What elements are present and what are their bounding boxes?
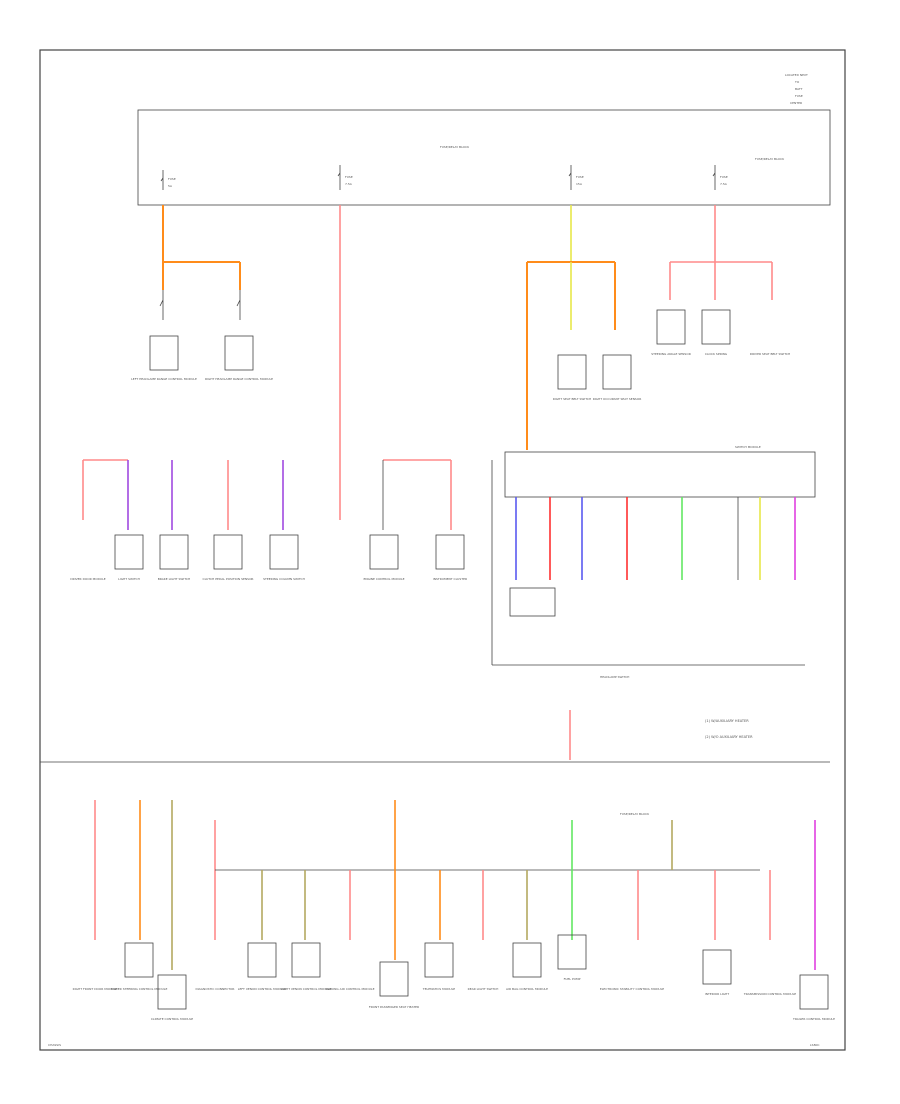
fuse-block-top <box>137 109 831 206</box>
fuse-name: FUSE <box>168 177 176 181</box>
middle-component-label: CLUTCH PEDAL POSITION SENSOR <box>202 577 253 581</box>
wire-lower <box>94 800 816 970</box>
bottom-right-tag: LS80C <box>810 1043 820 1047</box>
wire-connectors-left <box>159 290 241 320</box>
switch-module-label: SWITCH MODULE <box>735 445 761 449</box>
bottom-component-label: TRANSMISSION CONTROL MODULE <box>743 992 796 996</box>
fuse-rating: 7.5A <box>345 182 353 186</box>
top-right-note-line: TO <box>794 80 800 84</box>
middle-component-label: DRIVER DOOR MODULE <box>70 577 105 581</box>
bottom-component-label: ELECTRONIC STABILITY CONTROL MODULE <box>600 987 664 991</box>
top-fuse-4: FUSE 7.5A <box>712 165 728 190</box>
middle-components <box>114 534 465 570</box>
component-right-headlamp-module <box>224 335 254 371</box>
middle-component-label: INSTRUMENT CLUSTER <box>433 577 467 581</box>
switch-sub-label: HEADLAMP SWITCH <box>600 675 629 679</box>
fuse-name: FUSE <box>345 175 353 179</box>
bottom-component-label: PARKING AID CONTROL MODULE <box>326 987 375 991</box>
top-right-note-line: LOCATED NEXT <box>785 73 808 77</box>
lower-components <box>124 934 829 1010</box>
fuse-rating: 5A <box>168 184 173 188</box>
wire-orange-left <box>162 205 241 290</box>
upper-component-label: RIGHT HEADLAMP RANGE CONTROL MODULE <box>205 377 273 381</box>
upper-component-label: RIGHT SEAT BELT SWITCH <box>553 397 592 401</box>
bottom-component-label: INTERIOR LIGHT <box>705 992 729 996</box>
fuse-block-top-right-label: FUSE/RELAY BLOCK <box>755 157 785 161</box>
middle-component-label: BRAKE LIGHT SWITCH <box>158 577 191 581</box>
wire-fuse3-branch <box>526 205 616 450</box>
component-left-headlamp-module <box>149 335 179 371</box>
switch-module-box <box>504 451 816 498</box>
component-headlamp-switch-block <box>509 587 556 617</box>
bottom-component-label: DIAGNOSTIC CONNECTOR <box>195 987 234 991</box>
fuse-name: FUSE <box>576 175 584 179</box>
bottom-component-label: RIGHT FRONT DOOR MODULE <box>73 987 118 991</box>
top-right-note-line: FUSE <box>795 94 803 98</box>
bottom-component-label: TELEMATICS MODULE <box>422 987 455 991</box>
top-right-note-line: CENTER <box>790 101 802 105</box>
bottom-component-label: FUEL PUMP <box>564 977 581 981</box>
component-right-seat-belt-switch <box>557 354 587 390</box>
top-right-note: LOCATED NEXT TO BATT FUSE CENTER <box>785 73 808 105</box>
wire-middle-left <box>82 459 452 530</box>
lower-legend-1: (1) W/AUXILIARY HEATER <box>705 719 749 723</box>
fuse-block-top-label: FUSE/RELAY BLOCK <box>440 145 470 149</box>
top-right-note-line: BATT <box>795 87 803 91</box>
top-fuse-1: FUSE 5A <box>160 170 176 190</box>
middle-component-label: LIGHT SWITCH <box>118 577 140 581</box>
fuse-block-lower-label: FUSE/RELAY BLOCK <box>620 812 650 816</box>
upper-component-label: LEFT HEADLAMP RANGE CONTROL MODULE <box>131 377 197 381</box>
bottom-component-label: LEFT XENON CONTROL MODULE <box>238 987 287 991</box>
upper-component-label: CLOCK SPRING <box>705 352 728 356</box>
diagram-frame <box>39 49 846 1051</box>
upper-component-label: RIGHT OCCUPANT SEAT SENSOR <box>593 397 642 401</box>
upper-component-label: STEERING ANGLE SENSOR <box>651 352 691 356</box>
middle-component-label: STEERING COLUMN SWITCH <box>263 577 305 581</box>
wire-fuse4-branch <box>669 205 773 300</box>
component-steering-angle-sensor <box>656 309 686 345</box>
fuse-rating: 15A <box>576 182 583 186</box>
bottom-component-label: TRAILER CONTROL MODULE <box>792 1017 835 1021</box>
bottom-left-tag: CHASSIS <box>48 1043 61 1047</box>
component-clock-spring <box>701 309 731 345</box>
upper-component-label: DRIVER SEAT BELT SWITCH <box>750 352 790 356</box>
bottom-component-label: AIR BAG CONTROL MODULE <box>506 987 548 991</box>
bottom-component-label: CLIMATE CONTROL MODULE <box>151 1017 193 1021</box>
component-right-occupant-sensor <box>602 354 632 390</box>
bottom-component-label: REAR LIGHT SWITCH <box>468 987 499 991</box>
fuse-rating: 7.5A <box>720 182 728 186</box>
switch-module-wires <box>515 497 796 580</box>
middle-component-label: ENGINE CONTROL MODULE <box>363 577 404 581</box>
bottom-component-label: RIGHT XENON CONTROL MODULE <box>281 987 332 991</box>
top-fuse-2: FUSE 7.5A <box>337 165 353 190</box>
fuse-name: FUSE <box>720 175 728 179</box>
lower-legend-2: (2) W/O AUXILIARY HEATER <box>705 735 753 739</box>
bottom-component-label: POWER STEERING CONTROL MODULE <box>111 987 168 991</box>
top-fuse-3: FUSE 15A <box>568 165 584 190</box>
bottom-component-label: FRONT PASSENGER SEAT HEATER <box>369 1005 419 1009</box>
